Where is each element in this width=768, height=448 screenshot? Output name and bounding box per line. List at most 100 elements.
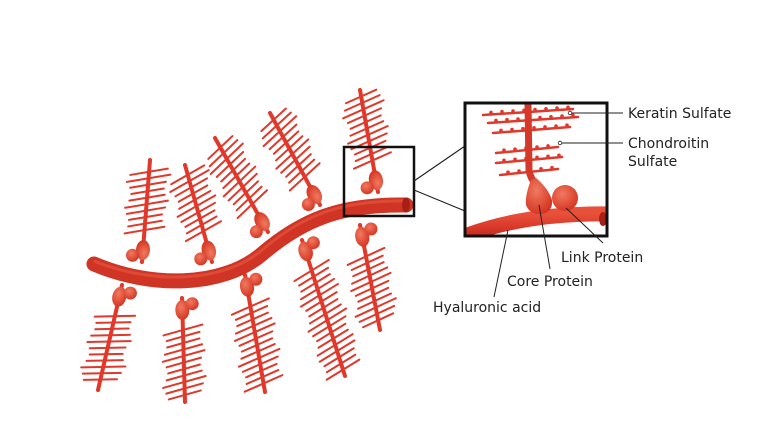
glycosaminoglycan-chain bbox=[349, 120, 385, 137]
inset-glycosaminoglycan-chain bbox=[486, 115, 580, 125]
inset-link-protein bbox=[552, 185, 578, 211]
glycosaminoglycan-chain bbox=[128, 193, 166, 202]
glycosaminoglycan-chain bbox=[129, 180, 167, 189]
glycosaminoglycan-chain bbox=[261, 111, 292, 140]
glycosaminoglycan-chain bbox=[220, 157, 247, 183]
glycosaminoglycan-chain bbox=[288, 162, 321, 192]
glycosaminoglycan-chain bbox=[162, 374, 207, 389]
aggrecan-monomer bbox=[346, 223, 397, 332]
sulfate-group bbox=[538, 115, 542, 120]
core-protein-bulb bbox=[135, 240, 150, 261]
inset-core-protein-bulb bbox=[525, 178, 553, 215]
glycosaminoglycan-chain bbox=[317, 328, 349, 349]
glycosaminoglycan-chain bbox=[180, 201, 217, 223]
glycosaminoglycan-chain bbox=[357, 286, 390, 303]
glycosaminoglycan-chain bbox=[222, 165, 257, 198]
zoom-connector-line bbox=[413, 145, 466, 182]
glycosaminoglycan-chain bbox=[342, 99, 385, 120]
glycosaminoglycan-chain bbox=[245, 362, 278, 379]
sulfate-group bbox=[533, 107, 537, 112]
glycosaminoglycan-chain bbox=[81, 371, 122, 375]
link-protein bbox=[125, 248, 139, 262]
glycosaminoglycan-chain bbox=[358, 304, 396, 323]
glycosaminoglycan-chain bbox=[285, 153, 312, 178]
glycosaminoglycan-chain bbox=[298, 266, 330, 287]
glycosaminoglycan-chain bbox=[170, 164, 206, 186]
glycosaminoglycan-chain bbox=[240, 337, 274, 353]
glycosaminoglycan-chain bbox=[236, 189, 268, 220]
glycosaminoglycan-chain bbox=[165, 382, 204, 395]
sulfate-group bbox=[554, 124, 558, 128]
glycosaminoglycan-chain bbox=[325, 353, 357, 374]
glycosaminoglycan-chain bbox=[130, 187, 165, 195]
glycosaminoglycan-chain bbox=[350, 271, 392, 293]
glycosaminoglycan-chain bbox=[232, 180, 260, 206]
aggrecan-monomer bbox=[342, 88, 392, 194]
glycosaminoglycan-chain bbox=[234, 305, 269, 321]
link-protein bbox=[123, 286, 137, 300]
sulfate-group bbox=[521, 126, 525, 131]
hyaluronic-acid-strand bbox=[86, 197, 414, 289]
glycosaminoglycan-chain bbox=[272, 130, 300, 155]
glycosaminoglycan-chain bbox=[234, 316, 273, 335]
glycosaminoglycan-chain bbox=[243, 374, 284, 393]
aggrecan-monomer bbox=[230, 273, 284, 394]
glycosaminoglycan-chain bbox=[80, 365, 127, 369]
sulfate-group bbox=[565, 123, 569, 128]
glycosaminoglycan-chain bbox=[215, 150, 245, 178]
label-core-protein: Core Protein bbox=[507, 274, 593, 290]
glycosaminoglycan-chain bbox=[307, 307, 348, 333]
sulfate-group bbox=[513, 157, 517, 162]
glycosaminoglycan-chain bbox=[318, 339, 356, 363]
glycosaminoglycan-chain bbox=[185, 215, 218, 235]
glycosaminoglycan-chain bbox=[88, 352, 124, 356]
label-link-protein: Link Protein bbox=[561, 250, 643, 266]
glycosaminoglycan-chain bbox=[208, 139, 239, 168]
core-protein-leader-line bbox=[538, 204, 551, 270]
glycosaminoglycan-chain bbox=[85, 359, 124, 362]
glycosaminoglycan-chain bbox=[236, 311, 269, 328]
sulfate-group bbox=[489, 110, 493, 115]
glycosaminoglycan-chain bbox=[125, 206, 167, 215]
glycosaminoglycan-chain bbox=[262, 115, 298, 148]
glycosaminoglycan-chain bbox=[94, 327, 130, 331]
glycosaminoglycan-chain bbox=[351, 266, 389, 285]
sulfate-group bbox=[560, 114, 564, 118]
hyaluronic-leader-line bbox=[493, 229, 509, 298]
link-protein bbox=[249, 272, 263, 286]
label-keratin-sulfate: Keratin Sulfate bbox=[628, 106, 731, 122]
glycosaminoglycan-chain bbox=[308, 298, 339, 318]
sulfate-group bbox=[500, 109, 504, 114]
glycosaminoglycan-chain bbox=[240, 343, 276, 360]
sulfate-group bbox=[544, 107, 548, 111]
glycosaminoglycan-chain bbox=[344, 88, 378, 105]
glycosaminoglycan-chain bbox=[178, 190, 212, 210]
sulfate-group bbox=[549, 115, 553, 119]
glycosaminoglycan-chain bbox=[184, 220, 222, 243]
glycosaminoglycan-chain bbox=[238, 330, 274, 347]
proteoglycan-monomers bbox=[80, 88, 397, 404]
glycosaminoglycan-chain bbox=[316, 322, 347, 343]
glycosaminoglycan-chain bbox=[162, 323, 204, 337]
sulfate-group bbox=[557, 153, 561, 158]
sulfate-group bbox=[546, 154, 550, 159]
glycosaminoglycan-chain bbox=[300, 277, 336, 301]
glycosaminoglycan-chain bbox=[207, 135, 234, 160]
glycosaminoglycan-chain bbox=[325, 358, 361, 381]
glycosaminoglycan-chain bbox=[353, 151, 392, 170]
sulfate-group bbox=[532, 126, 536, 130]
label-chondroitin-sulfate-1: Chondroitin bbox=[628, 136, 709, 152]
hyaluronic-acid-end bbox=[402, 197, 410, 213]
glycosaminoglycan-chain bbox=[86, 340, 132, 343]
zoom-selection-box bbox=[342, 145, 416, 218]
glycosaminoglycan-chain bbox=[288, 158, 316, 184]
glycosaminoglycan-chain bbox=[280, 145, 311, 174]
glycosaminoglycan-chain bbox=[230, 297, 270, 316]
glycosaminoglycan-chain bbox=[260, 107, 287, 133]
aggrecan-monomer bbox=[80, 283, 137, 392]
glycosaminoglycan-chain bbox=[127, 219, 163, 228]
glycosaminoglycan-chain bbox=[227, 172, 258, 202]
aggrecan-monomer bbox=[293, 238, 361, 381]
glycosaminoglycan-chain bbox=[163, 343, 204, 356]
sulfate-group bbox=[517, 169, 521, 173]
